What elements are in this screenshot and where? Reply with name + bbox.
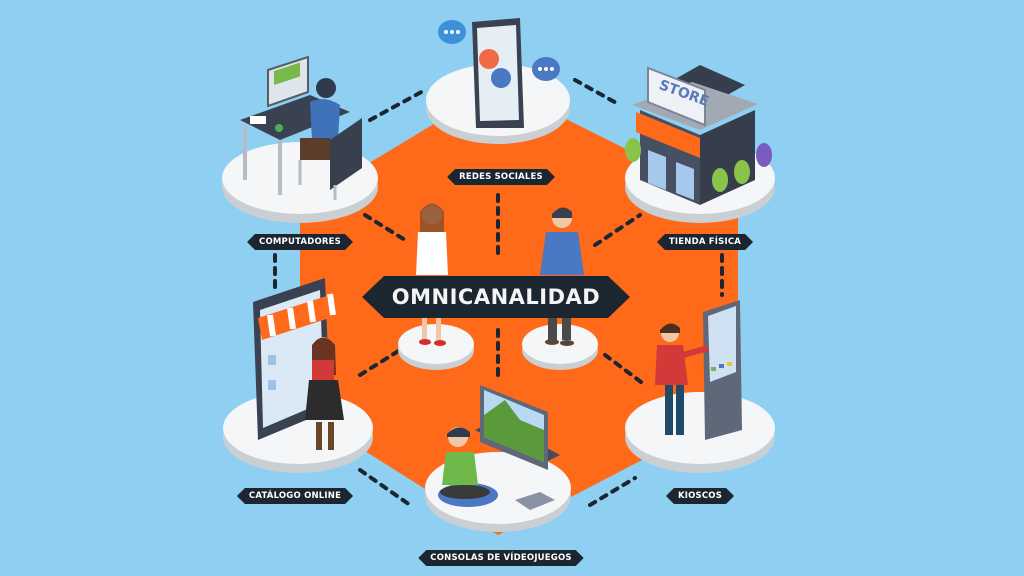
online-catalog-icon: [253, 278, 348, 450]
game-console-icon: [438, 385, 560, 510]
kiosk-terminal-icon: [655, 300, 742, 440]
man-figure-icon: [540, 207, 584, 346]
label-computadores: COMPUTADORES: [247, 234, 353, 250]
omnicanalidad-banner: OMNICANALIDAD: [362, 276, 630, 318]
smartphone-chat-icon: [438, 18, 560, 128]
desktop-computer-user-icon: [240, 55, 362, 200]
connector-lines: [273, 78, 724, 507]
label-kioscos: KIOSCOS: [666, 488, 734, 504]
label-tienda-fisica: TIENDA FÍSICA: [657, 234, 753, 250]
store-building-icon: STORE: [625, 65, 772, 205]
label-catalogo-online: CATÁLOGO ONLINE: [237, 488, 353, 504]
label-consolas-videojuegos: CONSOLAS DE VÍDEOJUEGOS: [418, 550, 583, 566]
woman-figure-icon: [416, 203, 448, 346]
label-redes-sociales: REDES SOCIALES: [447, 169, 555, 185]
